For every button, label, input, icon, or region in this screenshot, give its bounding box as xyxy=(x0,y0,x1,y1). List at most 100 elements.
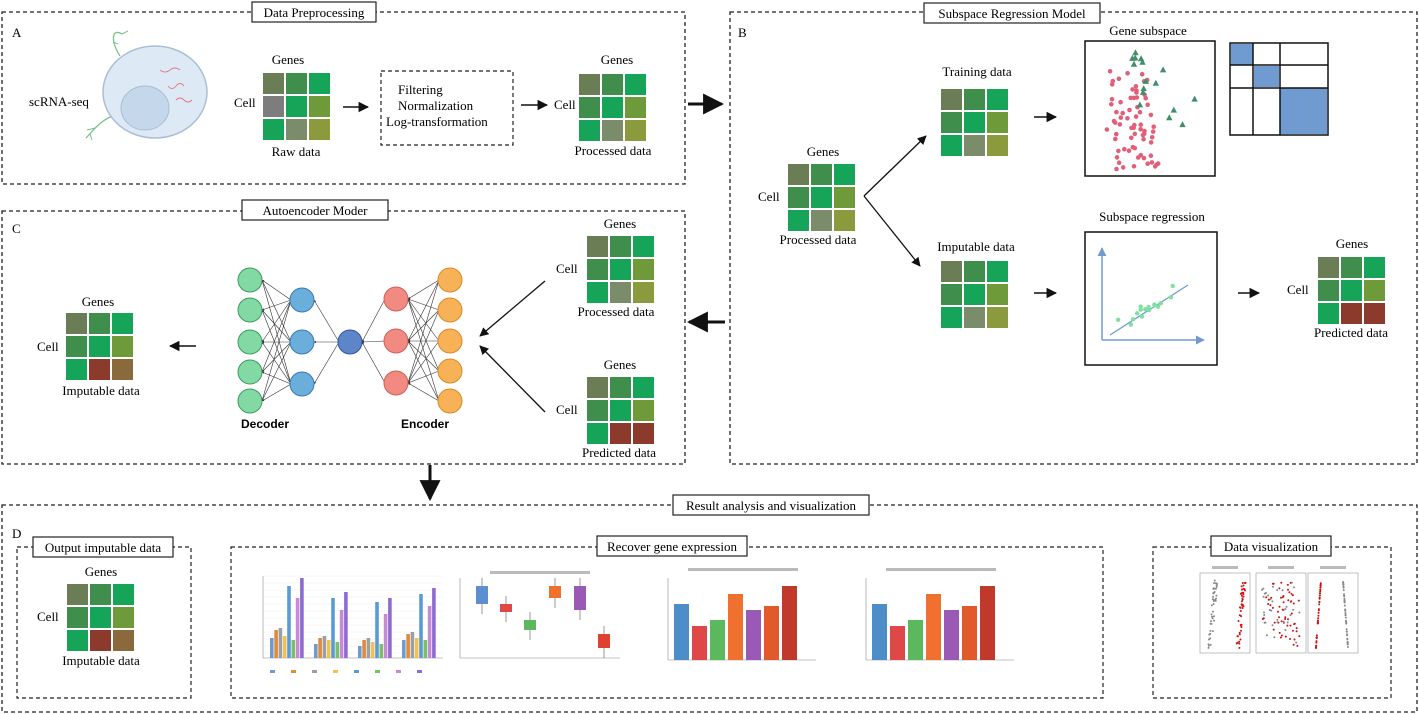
d-imputable-matrix xyxy=(67,584,134,651)
thumb-bar xyxy=(746,610,761,660)
cluster-point xyxy=(1109,96,1115,102)
decoder-label: Decoder xyxy=(241,417,289,431)
panel-d: Result analysis and visualization D Outp… xyxy=(1,494,1418,713)
network-node xyxy=(437,267,463,293)
thumb-bar xyxy=(335,642,340,658)
thumb-title xyxy=(490,571,590,574)
embedding-point xyxy=(1318,596,1321,599)
embedding-point xyxy=(1291,594,1294,597)
grouped-bar-thumbnail xyxy=(262,575,443,673)
processed-data-label: Processed data xyxy=(575,143,652,158)
training-matrix xyxy=(941,89,1008,156)
thumb-title xyxy=(688,568,798,571)
network-node xyxy=(437,388,463,414)
embedding-point xyxy=(1267,598,1270,601)
regression-point xyxy=(1155,304,1161,309)
embedding-point xyxy=(1216,583,1219,585)
thumb-bar xyxy=(331,598,335,658)
embedding-point xyxy=(1211,615,1213,618)
embedding-point xyxy=(1344,609,1347,612)
b-predicted-label: Predicted data xyxy=(1314,325,1388,340)
embedding-point xyxy=(1263,614,1266,616)
cluster-triangle xyxy=(1130,60,1138,67)
cluster-triangle xyxy=(1179,121,1186,128)
cluster-point xyxy=(1132,145,1138,151)
embedding-point xyxy=(1290,612,1293,615)
cluster-point xyxy=(1118,115,1124,120)
embedding-point xyxy=(1214,587,1217,590)
c-pred-genes-label: Genes xyxy=(604,357,637,372)
network-edge xyxy=(313,341,340,385)
embedding-point xyxy=(1315,641,1318,644)
network-edge xyxy=(261,309,292,385)
embedding-point xyxy=(1209,629,1212,632)
imputable-data-label: Imputable data xyxy=(937,239,1015,254)
thumb-box xyxy=(524,620,536,630)
embedding-point xyxy=(1346,642,1349,645)
c-proc-genes-label: Genes xyxy=(604,216,637,231)
thumb-bar xyxy=(362,640,366,658)
panel-c-letter: C xyxy=(12,221,21,236)
thumb-bar xyxy=(314,644,318,658)
embedding-point xyxy=(1215,585,1218,588)
embedding-point xyxy=(1268,609,1271,611)
network-edge xyxy=(407,309,440,342)
panel-a: Data Preprocessing A scRNA-seq Genes Cel… xyxy=(1,1,686,185)
embedding-point xyxy=(1278,631,1281,634)
embedding-point xyxy=(1210,604,1213,607)
cluster-point xyxy=(1140,132,1146,138)
embedding-point xyxy=(1317,614,1320,617)
embedding-point xyxy=(1212,610,1214,613)
embedding-point xyxy=(1272,628,1275,631)
block-diagonal-matrix xyxy=(1229,42,1329,136)
cluster-point xyxy=(1134,88,1139,93)
embedding-point xyxy=(1344,616,1347,619)
cluster-triangle xyxy=(1191,95,1198,102)
imputable-matrix xyxy=(941,261,1008,328)
network-edge xyxy=(261,341,292,373)
thumb-bar xyxy=(872,604,887,660)
proc-cell-label: Cell xyxy=(554,97,576,112)
embedding-point xyxy=(1262,587,1265,590)
embedding-point xyxy=(1212,592,1215,595)
cluster-point xyxy=(1141,137,1146,142)
embedding-point xyxy=(1280,620,1283,623)
embedding-point xyxy=(1264,592,1267,594)
cluster-point xyxy=(1126,148,1132,153)
embedding-point xyxy=(1317,617,1320,620)
embedding-point xyxy=(1210,613,1213,616)
embedding-point xyxy=(1272,585,1274,588)
network-edge xyxy=(407,298,440,402)
cluster-point xyxy=(1127,107,1132,113)
embedding-point xyxy=(1292,608,1295,611)
embedding-point xyxy=(1215,597,1217,600)
cluster-point xyxy=(1142,128,1147,134)
embedding-point xyxy=(1271,606,1274,609)
embedding-point xyxy=(1240,588,1243,591)
embedding-point xyxy=(1211,630,1214,633)
embedding-point xyxy=(1295,627,1298,630)
thumb-bar xyxy=(980,586,995,660)
embedding-point xyxy=(1281,608,1284,611)
embedding-point xyxy=(1286,621,1289,624)
cluster-point xyxy=(1143,95,1148,101)
embedding-point xyxy=(1237,620,1240,622)
cluster-point xyxy=(1138,127,1143,132)
embedding-point xyxy=(1289,600,1292,603)
embedding-point xyxy=(1345,628,1348,631)
embedding-point xyxy=(1293,622,1296,625)
cluster-point xyxy=(1132,131,1138,137)
embedding-point xyxy=(1239,592,1242,595)
regression-point xyxy=(1168,295,1174,300)
embedding-point xyxy=(1271,624,1274,627)
network-edge xyxy=(261,279,292,385)
thumb-bar xyxy=(692,626,707,660)
embedding-point xyxy=(1276,621,1279,624)
c-predicted-matrix xyxy=(587,377,654,444)
thumb-bar xyxy=(419,594,423,658)
cluster-point xyxy=(1120,110,1125,116)
embedding-point xyxy=(1292,643,1295,646)
embedding-point xyxy=(1317,619,1319,622)
proc-genes-label: Genes xyxy=(601,52,634,67)
cluster-point xyxy=(1110,78,1116,84)
